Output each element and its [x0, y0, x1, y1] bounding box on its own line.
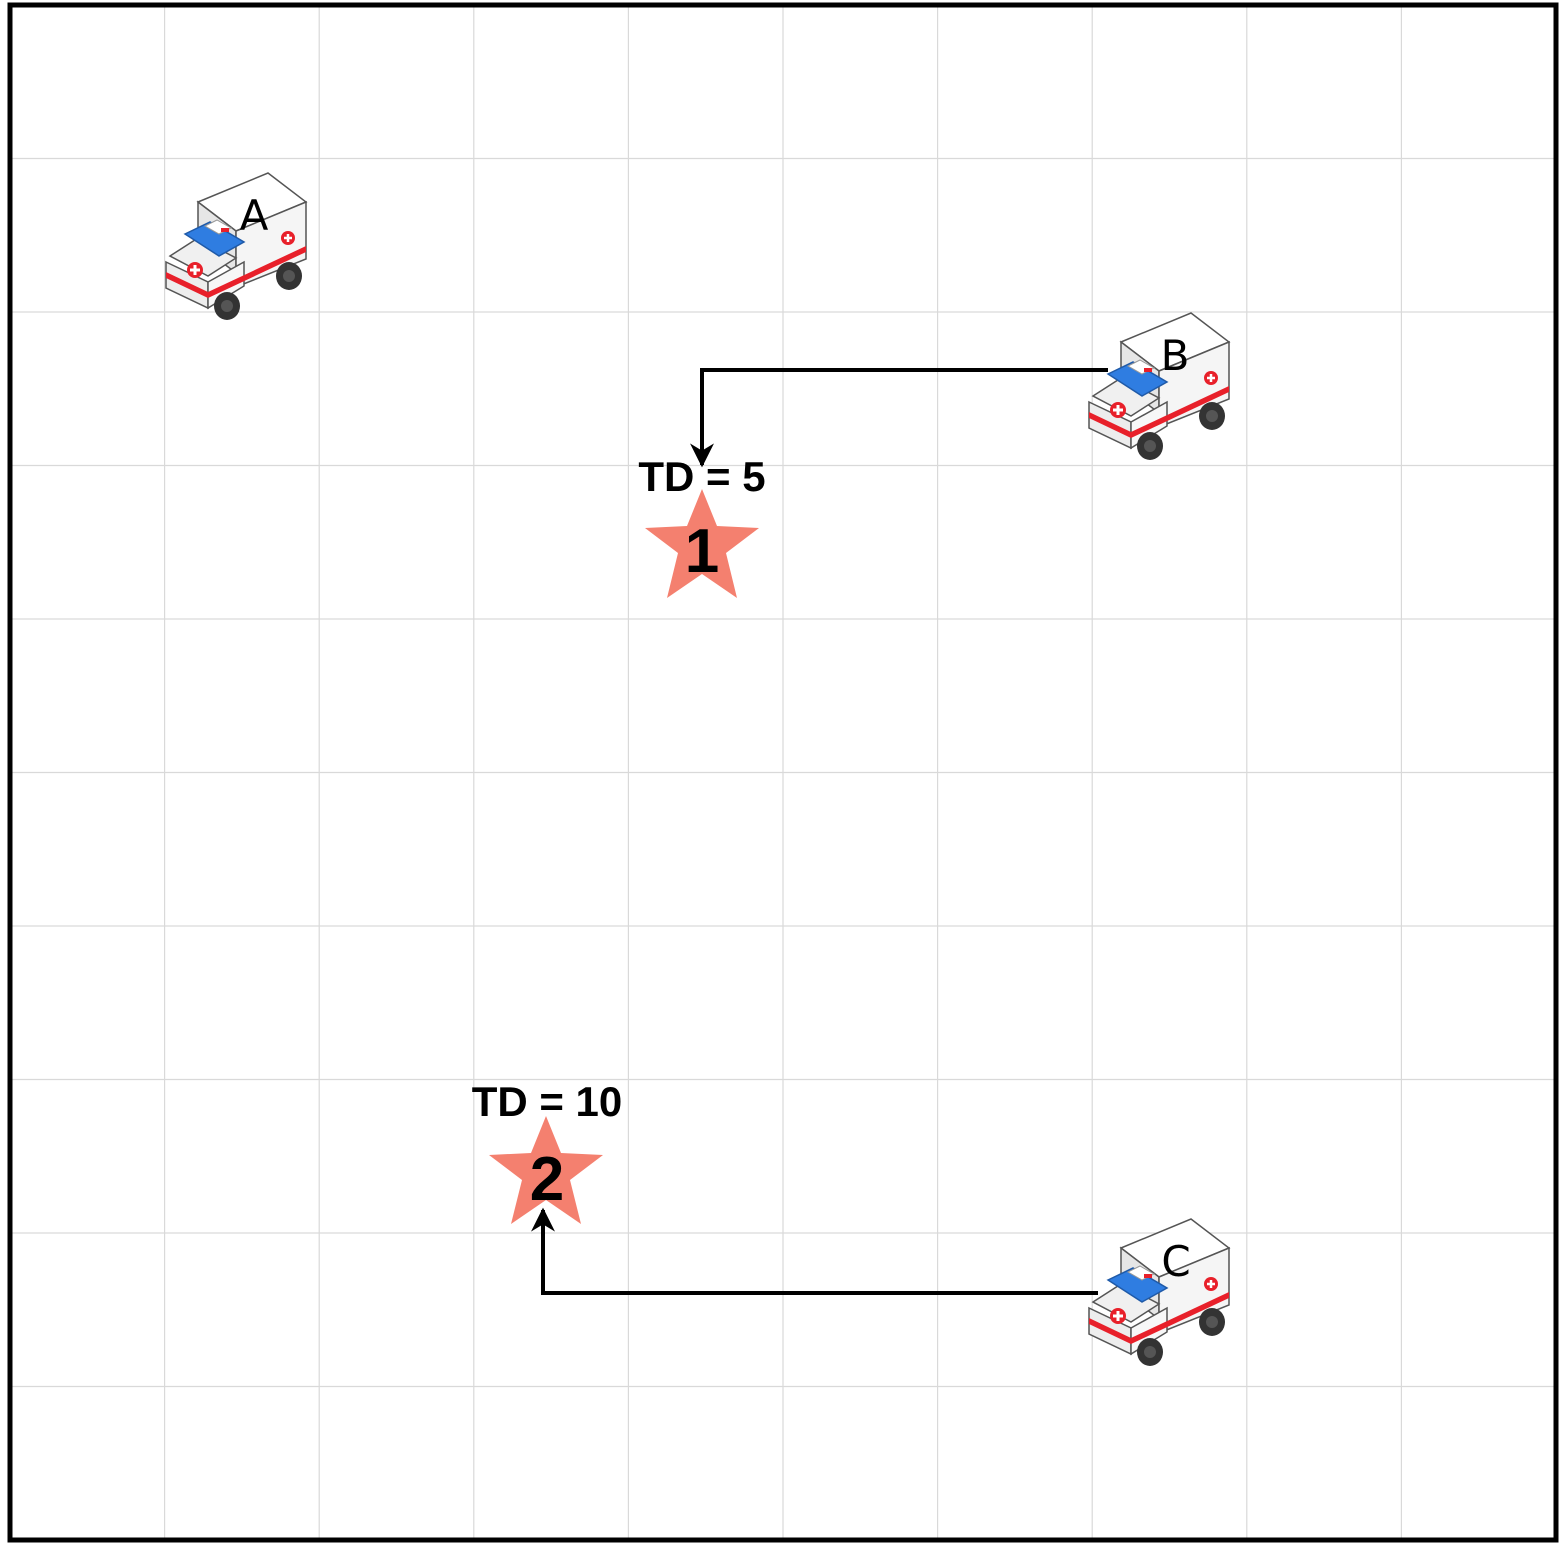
ambulance-label: C	[1161, 1237, 1190, 1286]
incident-1: 1 TD = 5	[638, 453, 766, 598]
ambulance-label: B	[1161, 331, 1190, 380]
incident-2: 2 TD = 10	[472, 1078, 623, 1224]
ambulance-c: C	[1087, 1217, 1231, 1368]
ambulance-icon	[1087, 1217, 1231, 1368]
grid-border	[7, 2, 1559, 1543]
route-c-to-incident-2	[531, 1207, 1098, 1295]
route-b-to-incident-1	[690, 368, 1108, 468]
incident-number: 1	[685, 517, 719, 586]
route-path	[690, 368, 1108, 468]
route-path	[531, 1207, 1098, 1295]
star-icon	[489, 1116, 603, 1224]
ambulance-a: A	[164, 171, 308, 322]
grid-lines	[10, 5, 1556, 1540]
td-label: TD = 5	[638, 453, 765, 500]
ambulance-label: A	[240, 191, 269, 240]
td-label: TD = 10	[472, 1078, 623, 1125]
ambulance-icon	[1087, 311, 1231, 462]
star-icon	[645, 489, 759, 598]
ambulance-b: B	[1087, 311, 1231, 462]
ambulance-icon	[164, 171, 308, 322]
incident-number: 2	[530, 1145, 564, 1214]
